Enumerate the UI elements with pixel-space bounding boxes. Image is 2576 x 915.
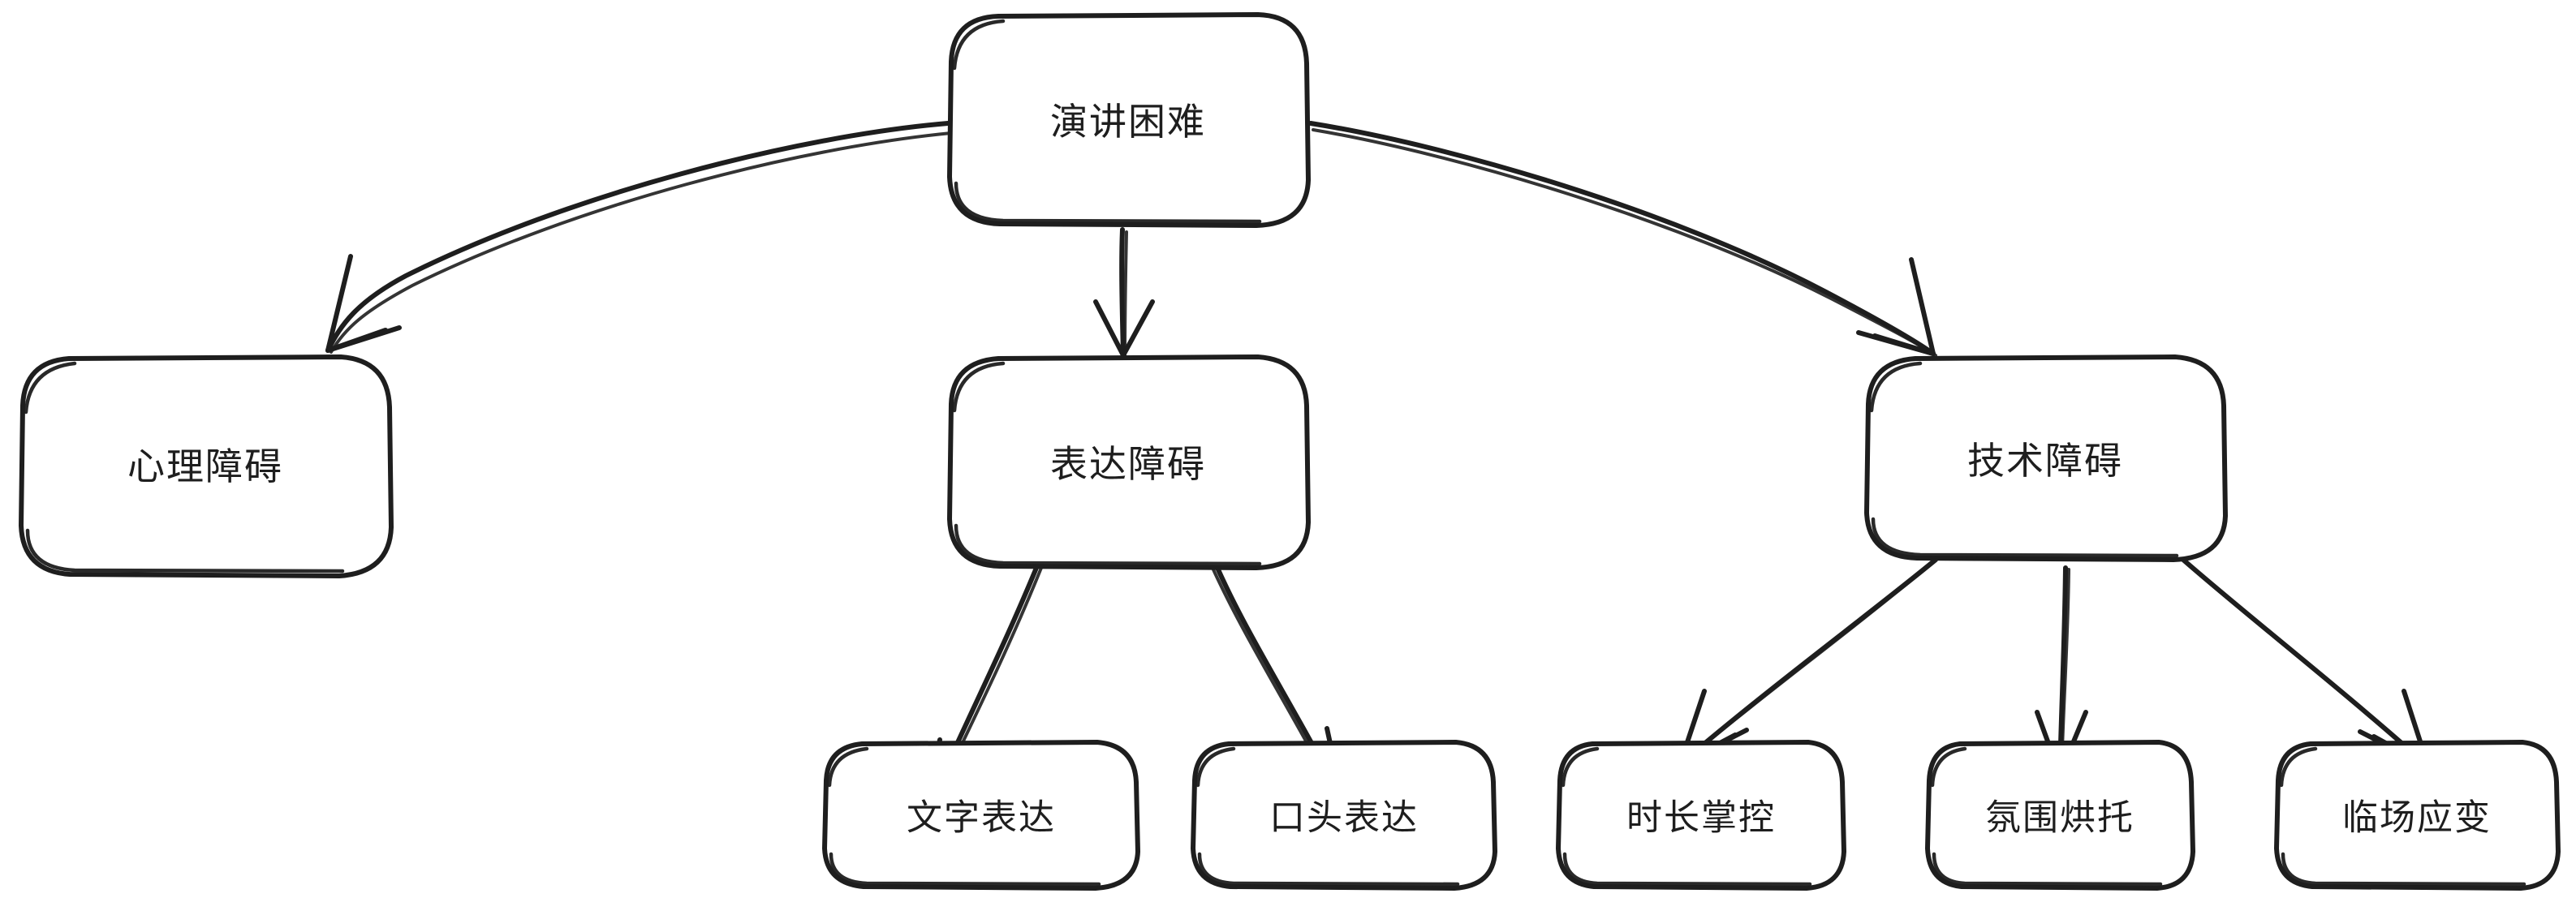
node-time-control-hit[interactable] bbox=[1558, 742, 1844, 888]
edge-root-to-technical[interactable] bbox=[1308, 121, 1937, 357]
node-psychological-hit[interactable] bbox=[20, 357, 391, 576]
node-adaptation[interactable]: 临场应变 bbox=[2274, 740, 2561, 891]
node-adaptation-label: 临场应变 bbox=[2342, 798, 2492, 838]
edge-root-to-psychological[interactable] bbox=[325, 121, 953, 354]
node-psychological-label: 心理障碍 bbox=[127, 445, 283, 488]
node-root-label: 演讲困难 bbox=[1050, 101, 1206, 143]
node-time-control-label: 时长掌控 bbox=[1626, 798, 1776, 838]
node-expression-label: 表达障碍 bbox=[1050, 443, 1206, 485]
node-mood-setting[interactable]: 氛围烘托 bbox=[1925, 740, 2195, 891]
node-text-expression-hit[interactable] bbox=[824, 742, 1138, 888]
node-psychological[interactable]: 心理障碍 bbox=[19, 354, 394, 578]
node-text-expression[interactable]: 文字表达 bbox=[822, 740, 1140, 891]
node-root-hit[interactable] bbox=[950, 15, 1308, 226]
node-technical-label: 技术障碍 bbox=[1967, 440, 2123, 482]
node-technical[interactable]: 技术障碍 bbox=[1864, 354, 2228, 562]
node-oral-expression-label: 口头表达 bbox=[1269, 798, 1419, 838]
edge-technical-to-adaptation[interactable] bbox=[2181, 557, 2432, 770]
node-text-expression-label: 文字表达 bbox=[907, 798, 1056, 838]
node-expression-hit[interactable] bbox=[950, 357, 1308, 568]
node-mood-setting-hit[interactable] bbox=[1928, 742, 2193, 888]
node-expression[interactable]: 表达障碍 bbox=[947, 354, 1311, 570]
node-root[interactable]: 演讲困难 bbox=[947, 12, 1311, 228]
node-adaptation-hit[interactable] bbox=[2277, 742, 2558, 888]
node-oral-expression[interactable]: 口头表达 bbox=[1191, 740, 1497, 891]
edge-root-to-expression[interactable] bbox=[1093, 227, 1155, 358]
node-time-control[interactable]: 时长掌控 bbox=[1556, 740, 1846, 891]
edge-technical-to-time[interactable] bbox=[1675, 557, 1938, 768]
node-technical-hit[interactable] bbox=[1867, 357, 2225, 560]
node-oral-expression-hit[interactable] bbox=[1193, 742, 1495, 888]
node-mood-setting-label: 氛围烘托 bbox=[1985, 798, 2134, 838]
